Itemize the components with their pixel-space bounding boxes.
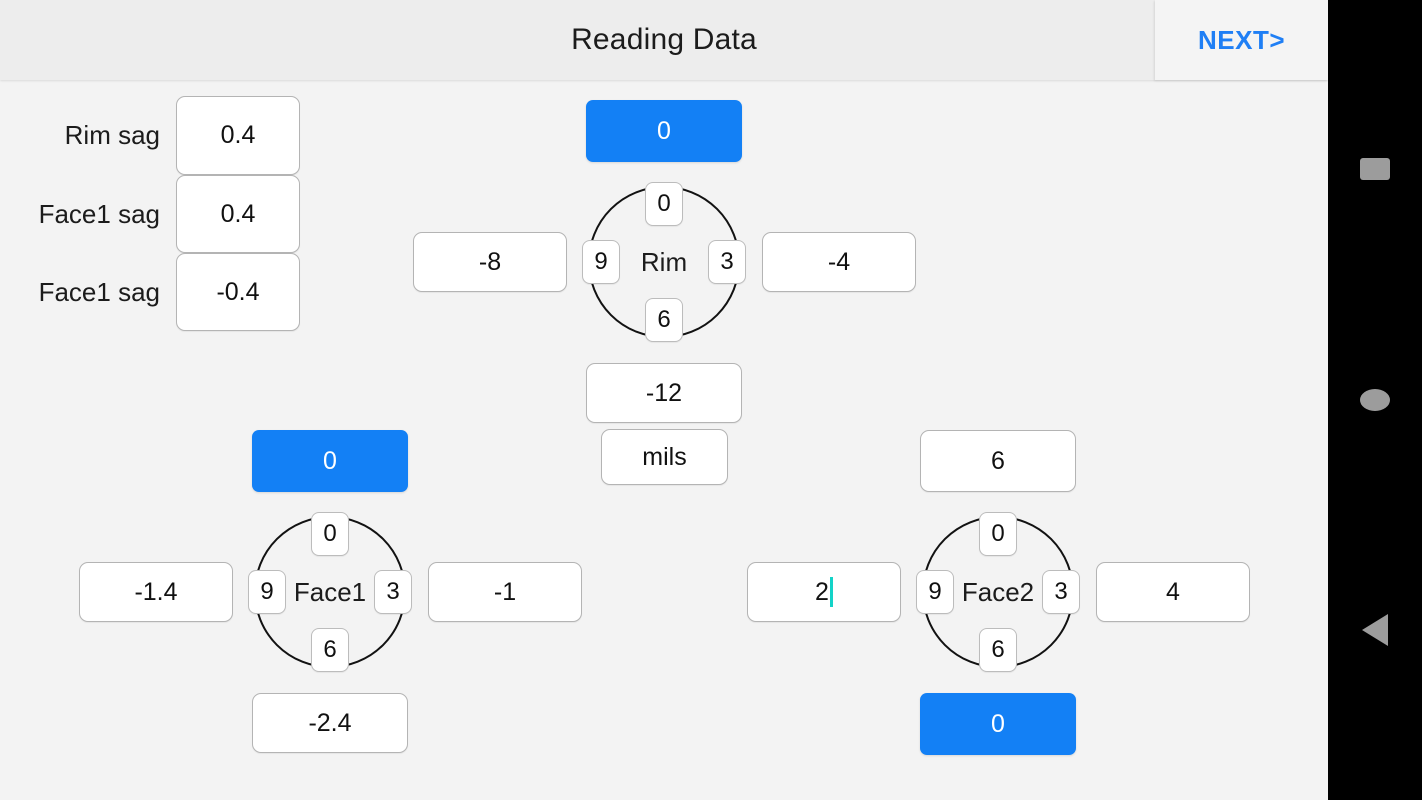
- rim-tick-9[interactable]: 9: [582, 240, 620, 284]
- face1-top-input[interactable]: 0: [252, 430, 408, 492]
- face2-dial-label: Face2: [961, 576, 1035, 607]
- rim-dial[interactable]: 0 3 6 9 Rim: [582, 182, 746, 342]
- next-button[interactable]: NEXT>: [1155, 0, 1328, 80]
- face2-left-value: 2: [815, 577, 829, 606]
- face2-bottom-input[interactable]: 0: [920, 693, 1076, 755]
- rim-left-input[interactable]: -8: [413, 232, 567, 292]
- next-button-label: NEXT>: [1197, 25, 1286, 55]
- face2-left-input[interactable]: 2: [747, 562, 901, 622]
- square-icon: [1360, 158, 1390, 180]
- rim-tick-0[interactable]: 0: [645, 182, 683, 226]
- rim-sag-label: Rim sag: [64, 120, 160, 150]
- rim-tick-3[interactable]: 3: [708, 240, 746, 284]
- face2-dial[interactable]: 0 3 6 9 Face2: [916, 512, 1080, 672]
- rim-bottom-input[interactable]: -12: [586, 363, 742, 423]
- face1-bottom-input[interactable]: -2.4: [252, 693, 408, 753]
- face2-tick-6[interactable]: 6: [979, 628, 1017, 672]
- app-root: Reading Data NEXT> Rim sag 0.4 Face1 sag…: [0, 0, 1328, 800]
- rim-unit-input[interactable]: mils: [601, 429, 728, 485]
- face1-dial[interactable]: 0 3 6 9 Face1: [248, 512, 412, 672]
- face1-left-input[interactable]: -1.4: [79, 562, 233, 622]
- home-button[interactable]: [1328, 365, 1422, 435]
- text-cursor: [829, 577, 833, 607]
- face2-tick-9[interactable]: 9: [916, 570, 954, 614]
- app-header: Reading Data NEXT>: [0, 0, 1328, 80]
- face1-tick-0[interactable]: 0: [311, 512, 349, 556]
- rim-top-input[interactable]: 0: [586, 100, 742, 162]
- face2-tick-0[interactable]: 0: [979, 512, 1017, 556]
- rim-dial-label: Rim: [640, 246, 688, 277]
- recents-button[interactable]: [1328, 134, 1422, 204]
- face1-tick-6[interactable]: 6: [311, 628, 349, 672]
- face2-top-input[interactable]: 6: [920, 430, 1076, 492]
- triangle-left-icon: [1362, 614, 1388, 646]
- rim-sag-input[interactable]: 0.4: [176, 96, 300, 175]
- face1-sag-b-input[interactable]: -0.4: [176, 253, 300, 331]
- circle-icon: [1360, 389, 1390, 411]
- face1-tick-9[interactable]: 9: [248, 570, 286, 614]
- face1-sag-a-label: Face1 sag: [38, 199, 160, 229]
- back-button[interactable]: [1328, 595, 1422, 665]
- rim-tick-6[interactable]: 6: [645, 298, 683, 342]
- face1-tick-3[interactable]: 3: [374, 570, 412, 614]
- face1-dial-label: Face1: [293, 576, 367, 607]
- face1-sag-a-input[interactable]: 0.4: [176, 175, 300, 253]
- face1-right-input[interactable]: -1: [428, 562, 582, 622]
- face1-sag-b-label: Face1 sag: [38, 277, 160, 307]
- android-navigation-bar: [1328, 0, 1422, 800]
- face2-right-input[interactable]: 4: [1096, 562, 1250, 622]
- rim-right-input[interactable]: -4: [762, 232, 916, 292]
- page-title: Reading Data: [571, 23, 757, 56]
- face2-tick-3[interactable]: 3: [1042, 570, 1080, 614]
